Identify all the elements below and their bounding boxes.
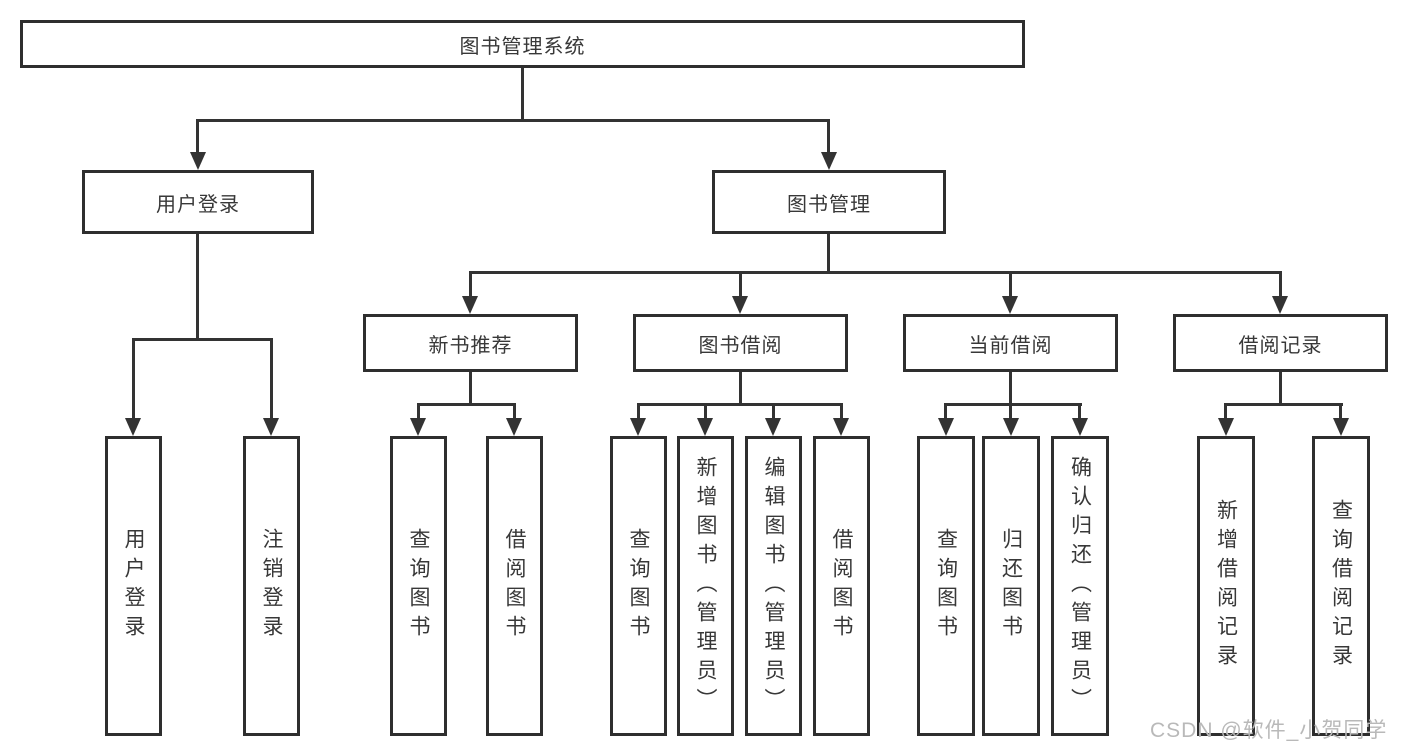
connector-line <box>1009 271 1012 298</box>
leaf-query-books-current: 查询图书 <box>917 436 975 736</box>
leaf-return-books: 归还图书 <box>982 436 1040 736</box>
node-label: 借阅图书 <box>503 528 526 644</box>
connector-line <box>944 403 947 420</box>
node-library-system: 图书管理系统 <box>20 20 1025 68</box>
node-label: 确认归还（管理员） <box>1068 455 1092 717</box>
node-label: 查询借阅记录 <box>1329 499 1353 673</box>
arrow-down-icon <box>1072 418 1088 436</box>
leaf-query-borrow-record: 查询借阅记录 <box>1312 436 1370 736</box>
connector-line <box>944 403 1082 406</box>
node-label: 归还图书 <box>999 528 1023 644</box>
connector-line <box>739 372 742 406</box>
arrow-down-icon <box>821 152 837 170</box>
node-label: 编辑图书（管理员） <box>762 455 785 717</box>
node-book-borrowing: 图书借阅 <box>633 314 848 372</box>
connector-line <box>1224 403 1227 420</box>
leaf-confirm-return-admin: 确认归还（管理员） <box>1051 436 1109 736</box>
connector-line <box>1339 403 1342 420</box>
connector-line <box>196 119 199 153</box>
node-label: 图书管理系统 <box>459 35 586 58</box>
leaf-query-books-recommend: 查询图书 <box>390 436 447 736</box>
leaf-borrow-books-borrowing: 借阅图书 <box>813 436 870 736</box>
connector-line <box>840 403 843 420</box>
leaf-edit-books-admin: 编辑图书（管理员） <box>745 436 802 736</box>
node-label: 查询图书 <box>407 528 430 644</box>
arrow-down-icon <box>765 418 781 436</box>
node-current-borrowing: 当前借阅 <box>903 314 1118 372</box>
connector-line <box>270 338 273 418</box>
connector-line <box>772 403 775 420</box>
arrow-down-icon <box>697 418 713 436</box>
connector-line <box>1009 403 1012 420</box>
node-label: 图书管理 <box>787 193 871 216</box>
connector-line <box>1078 403 1081 420</box>
node-label: 新书推荐 <box>428 334 513 357</box>
connector-line <box>196 234 199 338</box>
connector-line <box>637 403 640 420</box>
arrow-down-icon <box>190 152 206 170</box>
arrow-down-icon <box>462 296 478 314</box>
arrow-down-icon <box>938 418 954 436</box>
node-label: 查询图书 <box>627 528 650 644</box>
arrow-down-icon <box>125 418 141 436</box>
connector-line <box>827 119 830 153</box>
connector-line <box>132 338 135 418</box>
connector-line <box>469 372 472 406</box>
connector-line <box>417 403 516 406</box>
leaf-add-borrow-record: 新增借阅记录 <box>1197 436 1255 736</box>
connector-line <box>637 403 843 406</box>
node-label: 借阅图书 <box>830 528 853 644</box>
arrow-down-icon <box>1003 418 1019 436</box>
csdn-watermark: CSDN @软件_小贺同学 <box>1150 719 1388 742</box>
arrow-down-icon <box>1218 418 1234 436</box>
node-label: 查询图书 <box>934 528 958 644</box>
connector-line <box>704 403 707 420</box>
arrow-down-icon <box>1002 296 1018 314</box>
connector-line <box>827 234 830 274</box>
node-label: 用户登录 <box>156 193 240 216</box>
node-new-book-recommendation: 新书推荐 <box>363 314 578 372</box>
arrow-down-icon <box>1333 418 1349 436</box>
connector-line <box>1279 271 1282 298</box>
leaf-add-books-admin: 新增图书（管理员） <box>677 436 734 736</box>
connector-line <box>1224 403 1343 406</box>
arrow-down-icon <box>1272 296 1288 314</box>
connector-line <box>196 119 830 122</box>
arrow-down-icon <box>833 418 849 436</box>
node-label: 当前借阅 <box>968 334 1053 357</box>
arrow-down-icon <box>732 296 748 314</box>
node-label: 注销登录 <box>260 528 283 644</box>
arrow-down-icon <box>410 418 426 436</box>
leaf-query-books-borrowing: 查询图书 <box>610 436 667 736</box>
arrow-down-icon <box>630 418 646 436</box>
connector-line <box>1279 372 1282 406</box>
leaf-user-login: 用户登录 <box>105 436 162 736</box>
node-label: 用户登录 <box>122 528 145 644</box>
node-label: 图书借阅 <box>698 334 783 357</box>
connector-line <box>417 403 420 420</box>
connector-line <box>513 403 516 420</box>
leaf-logout-login: 注销登录 <box>243 436 300 736</box>
leaf-borrow-books-recommend: 借阅图书 <box>486 436 543 736</box>
node-label: 新增图书（管理员） <box>694 455 717 717</box>
node-label: 借阅记录 <box>1238 334 1323 357</box>
connector-line <box>739 271 742 298</box>
connector-line <box>469 271 1282 274</box>
node-label: 新增借阅记录 <box>1214 499 1238 673</box>
arrow-down-icon <box>506 418 522 436</box>
node-book-management: 图书管理 <box>712 170 946 234</box>
connector-line <box>132 338 273 341</box>
connector-line <box>1009 372 1012 406</box>
arrow-down-icon <box>263 418 279 436</box>
connector-line <box>469 271 472 298</box>
node-borrowing-records: 借阅记录 <box>1173 314 1388 372</box>
node-user-login: 用户登录 <box>82 170 314 234</box>
connector-line <box>521 68 524 119</box>
